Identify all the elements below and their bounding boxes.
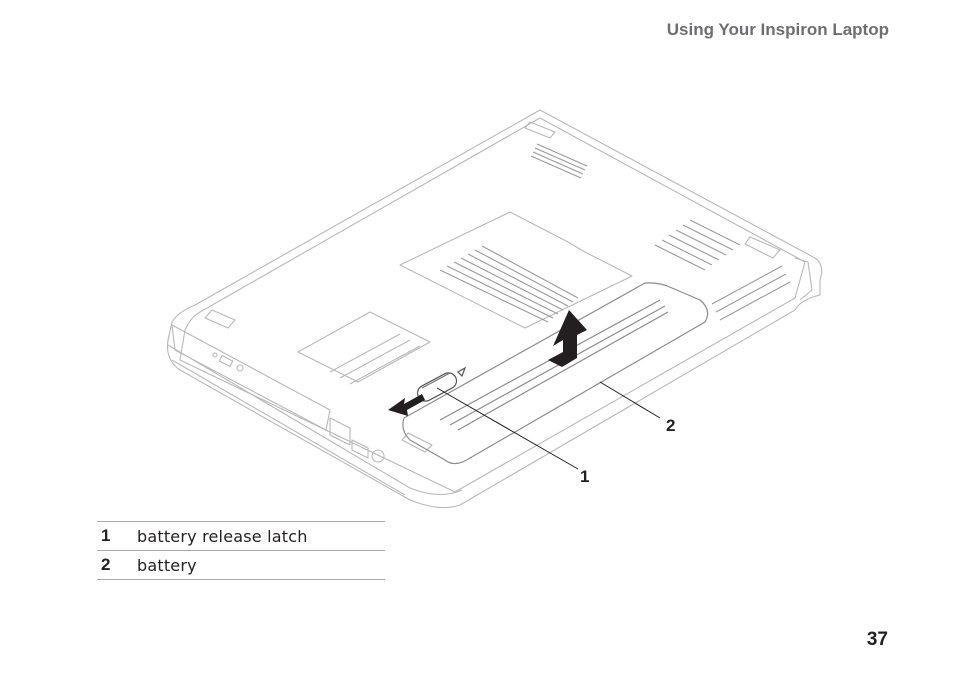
memory-door [399, 211, 633, 329]
page-number: 37 [866, 629, 888, 650]
legend-number: 1 [97, 521, 137, 551]
legend-row: 1 battery release latch [97, 521, 385, 551]
slide-arrow-icon [388, 394, 425, 416]
legend-label: battery [137, 550, 385, 580]
legend-number: 2 [97, 550, 137, 580]
legend-row: 2 battery [97, 550, 385, 580]
legend-label: battery release latch [137, 521, 385, 551]
laptop-base-outline [166, 109, 823, 509]
lift-arrow-icon [548, 310, 587, 367]
battery [402, 282, 709, 465]
laptop-bottom-illustration [166, 109, 823, 509]
callout-2: 2 [666, 416, 676, 435]
callout-1: 1 [580, 467, 590, 486]
legend-table: 1 battery release latch 2 battery [97, 521, 385, 580]
page-header-title: Using Your Inspiron Laptop [666, 20, 889, 39]
